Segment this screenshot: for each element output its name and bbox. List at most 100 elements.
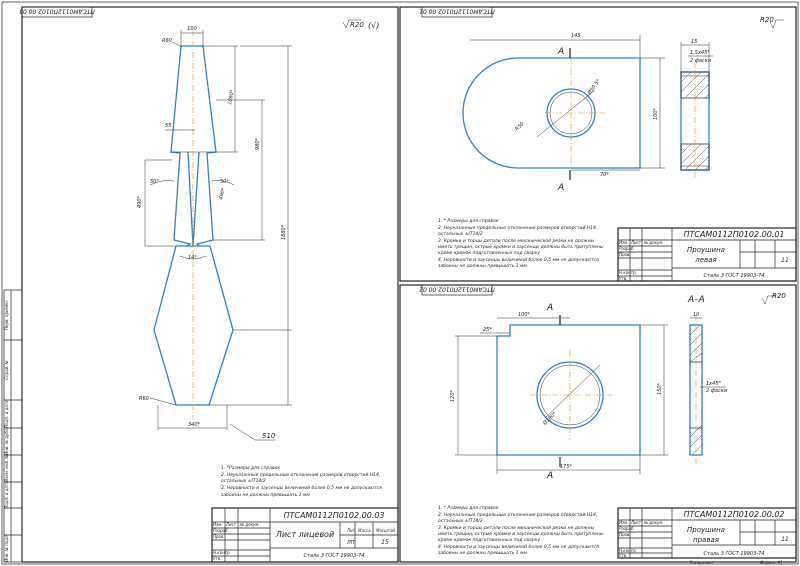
svg-text:Разраб.: Разраб. [619,246,635,251]
svg-text:Н.контр.: Н.контр. [213,550,231,555]
left-lug-view [462,57,641,169]
svg-text:980*: 980* [255,137,261,150]
svg-text:2. Неуказанные предельные откл: 2. Неуказанные предельные отклонения раз… [438,225,597,231]
svg-text:остальных ±IT14/2: остальных ±IT14/2 [438,518,483,524]
svg-text:50°: 50° [150,179,159,185]
svg-text:Инв. № подл.: Инв. № подл. [4,534,9,562]
sheet1-dimensions: 100 R60 R60 55 1060* 980* 1880* 490* 490… [137,26,292,441]
sheet2-roughness: R20 [760,16,774,24]
right-lug-view [496,324,641,456]
svg-text:А: А [557,183,564,193]
sheet3-dimensions: А А 100* 25* 120* 150* 175* Ø100* [450,303,668,481]
svg-text:Проушина: Проушина [687,246,725,254]
svg-text:2 фаски: 2 фаски [690,58,712,64]
svg-text:Лист лицевой: Лист лицевой [275,530,334,539]
svg-text:ПТСАМ0112П0102.00.03: ПТСАМ0112П0102.00.03 [283,511,384,520]
svg-text:150*: 150* [657,382,663,395]
svg-text:ПТСАМ0112П0102.00.02: ПТСАМ0112П0102.00.02 [683,510,784,519]
svg-text:55: 55 [165,123,171,129]
svg-text:Проушина: Проушина [687,526,725,534]
svg-text:3. Неровности и заусенцы велич: 3. Неровности и заусенцы величиной более… [221,485,382,491]
right-lug-section: 10 1х45° 2 фаски [689,312,728,465]
svg-text:кроме кромок подготовленных по: кроме кромок подготовленных под сварку [438,251,540,256]
svg-text:левая: левая [694,256,716,264]
svg-text:1. * Размеры для справок: 1. * Размеры для справок [438,505,499,511]
svg-text:15: 15 [381,539,389,546]
svg-text:100: 100 [187,26,197,32]
svg-text:10: 10 [693,312,699,318]
svg-text:иметь трещин, острые кромки и: иметь трещин, острые кромки и заусенцы д… [438,531,604,537]
svg-text:А: А [557,47,564,57]
svg-text:Изм.: Изм. [213,522,222,527]
svg-text:11: 11 [781,536,789,543]
svg-text:Масса: Масса [358,528,371,533]
svg-text:100*: 100* [518,312,531,318]
svg-text:А: А [546,303,553,313]
svg-text:Сталь 3 ГОСТ 19903-74: Сталь 3 ГОСТ 19903-74 [704,551,765,557]
svg-text:11: 11 [781,257,789,264]
svg-text:25*: 25* [483,327,492,333]
svg-text:R60: R60 [162,38,172,44]
sheet1-header-code: ПТСАМ0112П0102.00.03 [19,8,95,15]
svg-text:2 фаски: 2 фаски [706,388,728,394]
svg-text:забоины не должны превышать 1: забоины не должны превышать 1 мм [221,492,310,498]
svg-text:Подп. и дата: Подп. и дата [4,400,9,428]
sheet3-notes: 1. * Размеры для справок 2. Неуказанные … [438,505,604,556]
svg-text:Подп. и дата: Подп. и дата [4,481,9,509]
svg-text:Лит.: Лит. [346,528,356,533]
svg-text:Сталь 3 ГОСТ 19903-74: Сталь 3 ГОСТ 19903-74 [304,553,365,559]
svg-text:Сталь 3 ГОСТ 19903-74: Сталь 3 ГОСТ 19903-74 [704,273,765,279]
svg-text:70*: 70* [600,172,609,178]
svg-text:1,5х45°: 1,5х45° [690,50,710,56]
section-title: А–А [687,295,705,305]
svg-text:кроме кромок подготовленных по: кроме кромок подготовленных под сварку [438,538,540,543]
svg-text:50°: 50° [220,179,229,185]
svg-text:забоины не должны превышать 1: забоины не должны превышать 1 мм. [438,263,528,269]
svg-text:Н.контр.: Н.контр. [619,548,637,553]
svg-text:1х45°: 1х45° [706,381,722,387]
footer-copied: Копировал [690,560,713,565]
svg-text:175*: 175* [560,464,573,470]
svg-text:2. Неуказанные предельные откл: 2. Неуказанные предельные отклонения раз… [438,512,597,518]
svg-text:100*: 100* [653,107,659,120]
roughness-sign [342,19,361,29]
svg-text:Перв. примен.: Перв. примен. [4,300,9,330]
svg-text:1880*: 1880* [281,224,287,240]
svg-text:4. Неровности и заусенцы велич: 4. Неровности и заусенцы величиной более… [438,257,599,263]
left-lug-section: 15 1,5х45° 2 фаски [680,39,713,180]
sheet1-header-box [21,6,93,18]
svg-text:15: 15 [691,39,697,45]
svg-text:Масштаб: Масштаб [376,528,396,533]
svg-text:1060*: 1060* [227,89,236,106]
svg-text:490*: 490* [137,195,143,208]
svg-text:R50: R50 [514,121,525,132]
svg-text:Утв.: Утв. [213,556,221,561]
svg-text:490*: 490* [218,187,227,201]
svg-text:Пров.: Пров. [619,252,631,257]
svg-text:4. Неровности и заусенцы велич: 4. Неровности и заусенцы величиной более… [438,544,599,550]
svg-text:Утв.: Утв. [619,276,627,281]
footer-format: Формат А1 [760,560,783,565]
long-plate-outline [153,45,234,406]
sheet1-title-block: ПТСАМ0112П0102.00.03 Лист лицевой Сталь … [211,507,399,563]
svg-text:145: 145 [571,33,581,39]
svg-text:остальных ±IT14/2: остальных ±IT14/2 [438,231,483,237]
svg-text:Лист: Лист [630,240,642,245]
sheet2-header-code: ПТСАМ0112П0102.00.01 [419,8,495,15]
svg-text:Лист: Лист [630,520,642,525]
svg-text:иметь трещин, острые кромки и: иметь трещин, острые кромки и заусенцы д… [438,244,604,250]
svg-text:№ докум.: № докум. [643,520,664,525]
sheet3-title-block: ПТСАМ0112П0102.00.02 Проушина правая Ста… [617,507,797,559]
svg-text:Инв. № дубл.: Инв. № дубл. [4,427,9,454]
svg-text:№ докум.: № докум. [643,240,664,245]
sheet2-title-block: ПТСАМ0112П0102.00.01 Проушина левая Стал… [617,227,797,282]
svg-text:Ø50,5*: Ø50,5* [585,77,602,97]
svg-text:ЛП: ЛП [346,540,355,546]
side-stamp: Перв. примен. Справ. № Подп. и дата Инв.… [3,289,23,563]
svg-text:2. Неуказанные предельные откл: 2. Неуказанные предельные отклонения раз… [221,472,380,478]
svg-text:№ докум.: № докум. [239,522,260,527]
svg-text:14°: 14° [188,255,197,261]
sheet1-notes: 1. *Размеры для справок 2. Неуказанные п… [221,465,382,498]
